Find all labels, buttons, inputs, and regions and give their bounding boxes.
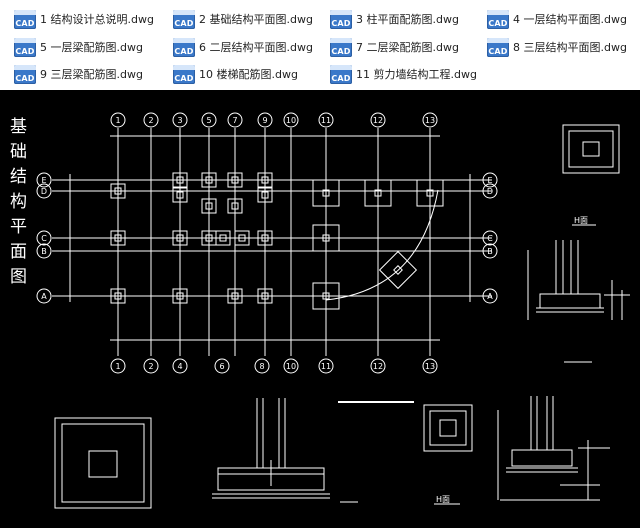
file-item-3[interactable]: CAD 3 柱平面配筋图.dwg [330, 8, 459, 30]
axis-label: 6 [219, 362, 224, 371]
file-name: 6 二层结构平面图.dwg [199, 41, 313, 54]
file-item-10[interactable]: CAD 10 楼梯配筋图.dwg [173, 63, 298, 85]
file-item-4[interactable]: CAD 4 一层结构平面图.dwg [487, 8, 627, 30]
axis-label: 2 [148, 362, 153, 371]
file-name: 2 基础结构平面图.dwg [199, 13, 313, 26]
cad-file-icon: CAD [14, 9, 36, 29]
file-item-8[interactable]: CAD 8 三层结构平面图.dwg [487, 36, 627, 58]
cad-file-icon: CAD [487, 37, 509, 57]
axis-label: 9 [262, 116, 267, 125]
cad-file-icon: CAD [330, 9, 352, 29]
axis-label: 1 [115, 116, 120, 125]
axis-label: D [487, 187, 493, 196]
cad-file-icon: CAD [487, 9, 509, 29]
file-name: 8 三层结构平面图.dwg [513, 41, 627, 54]
file-item-1[interactable]: CAD 1 结构设计总说明.dwg [14, 8, 154, 30]
axis-label: B [487, 247, 493, 256]
file-item-5[interactable]: CAD 5 一层梁配筋图.dwg [14, 36, 143, 58]
axis-label: 8 [259, 362, 264, 371]
axis-label: 12 [373, 362, 383, 371]
axis-label: 13 [425, 116, 435, 125]
file-list: CAD 1 结构设计总说明.dwg CAD 2 基础结构平面图.dwg CAD … [0, 0, 640, 90]
footing-pads [110, 172, 444, 310]
axis-label: 10 [286, 362, 296, 371]
file-item-9[interactable]: CAD 9 三层梁配筋图.dwg [14, 63, 143, 85]
file-name: 11 剪力墙结构工程.dwg [356, 68, 477, 81]
title-char: 结 [10, 167, 27, 187]
cad-drawing-preview: 基 础 结 构 平 面 图 [0, 90, 640, 528]
file-item-7[interactable]: CAD 7 二层梁配筋图.dwg [330, 36, 459, 58]
cad-file-icon: CAD [14, 64, 36, 84]
axis-label: E [487, 176, 492, 185]
cad-file-icon: CAD [173, 64, 195, 84]
cad-file-icon: CAD [173, 9, 195, 29]
axis-label: 4 [177, 362, 182, 371]
cad-file-icon: CAD [14, 37, 36, 57]
axis-label: 3 [177, 116, 182, 125]
cad-file-icon: CAD [330, 64, 352, 84]
axis-label: 11 [321, 116, 331, 125]
axis-label: E [41, 176, 46, 185]
drawing-title: 基 础 结 构 平 面 图 [10, 117, 27, 287]
file-item-2[interactable]: CAD 2 基础结构平面图.dwg [173, 8, 313, 30]
file-name: 1 结构设计总说明.dwg [40, 13, 154, 26]
large-footing-plan [54, 417, 152, 509]
title-char: 构 [10, 192, 27, 212]
axis-label: 10 [286, 116, 296, 125]
file-item-11[interactable]: CAD 11 剪力墙结构工程.dwg [330, 63, 477, 85]
axis-label: 12 [373, 116, 383, 125]
title-char: 图 [10, 267, 27, 287]
title-char: 基 [10, 117, 27, 137]
cad-file-icon: CAD [173, 37, 195, 57]
title-char: 础 [10, 142, 27, 162]
axis-label: D [41, 187, 47, 196]
axis-label: 2 [148, 116, 153, 125]
axis-label: 13 [425, 362, 435, 371]
file-item-6[interactable]: CAD 6 二层结构平面图.dwg [173, 36, 313, 58]
axis-label: 11 [321, 362, 331, 371]
title-char: 平 [10, 217, 27, 237]
file-name: 7 二层梁配筋图.dwg [356, 41, 459, 54]
top-axis-labels: 1 2 3 5 7 9 10 11 12 13 [115, 116, 435, 125]
axis-label: 7 [232, 116, 237, 125]
title-char: 面 [10, 242, 27, 262]
column-footing-section [212, 398, 414, 503]
section-label: H面 [436, 495, 450, 504]
section-label: H面 [574, 216, 588, 225]
bottom-axis-labels: 1 2 4 6 8 10 11 12 13 [115, 362, 435, 371]
side-axis-bubbles [36, 172, 498, 304]
axis-label: C [41, 234, 47, 243]
file-name: 10 楼梯配筋图.dwg [199, 68, 298, 81]
axis-label: C [487, 234, 493, 243]
file-name: 4 一层结构平面图.dwg [513, 13, 627, 26]
file-name: 5 一层梁配筋图.dwg [40, 41, 143, 54]
axis-label: 1 [115, 362, 120, 371]
axis-label: A [41, 292, 47, 301]
column-footing-detail [497, 396, 610, 501]
footing-detail-plan [562, 124, 620, 174]
axis-label: B [41, 247, 47, 256]
axis-label: 5 [206, 116, 211, 125]
cad-file-icon: CAD [330, 37, 352, 57]
left-axis-labels: E D C B A [41, 176, 47, 301]
footing-detail-section [527, 240, 630, 363]
bottom-axis-bubbles [110, 358, 438, 374]
axis-label: A [487, 292, 493, 301]
file-name: 3 柱平面配筋图.dwg [356, 13, 459, 26]
top-axis-bubbles [110, 112, 438, 128]
right-axis-labels: E D C B A [487, 176, 493, 301]
file-name: 9 三层梁配筋图.dwg [40, 68, 143, 81]
small-footing-plan [423, 404, 473, 452]
